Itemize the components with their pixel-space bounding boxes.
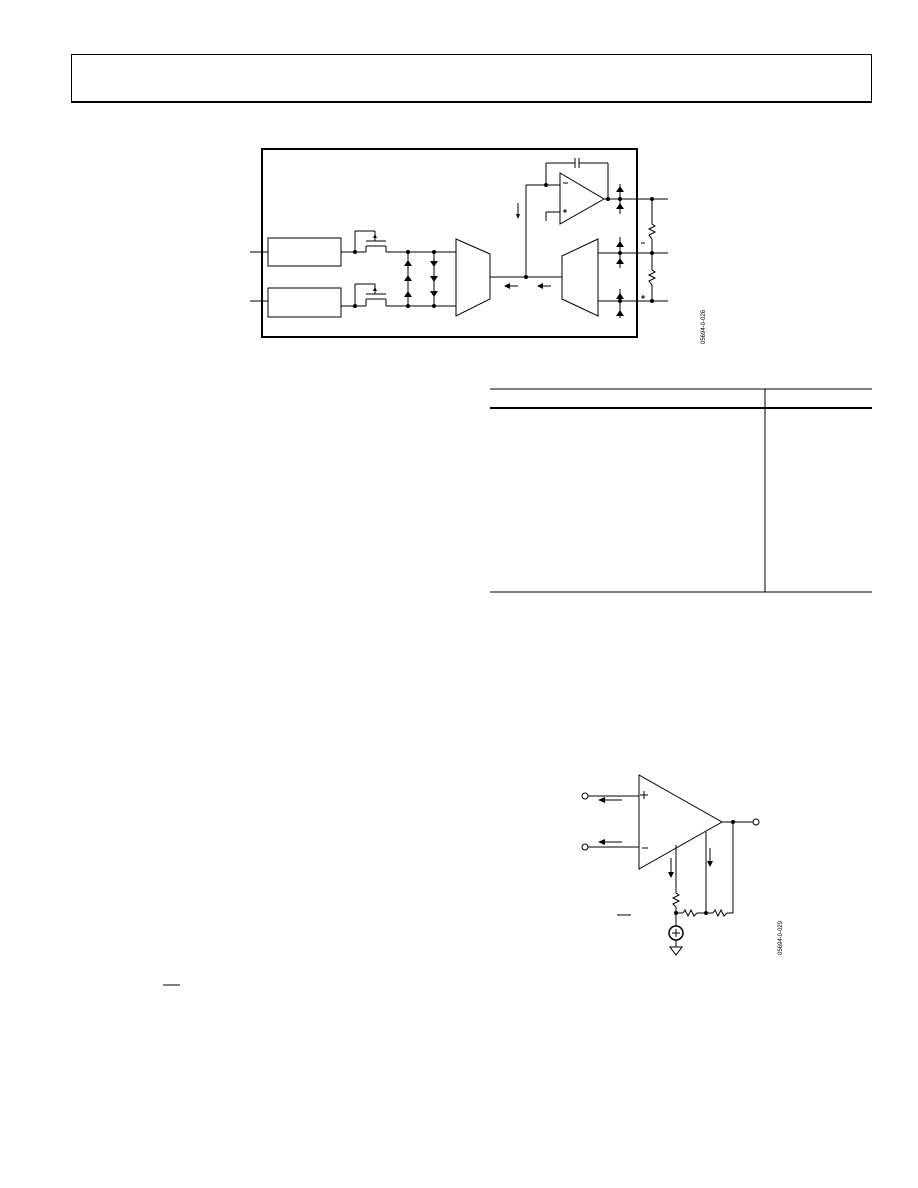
op-amp-circuit-figure: 05694-0-029	[581, 774, 784, 956]
output-terminal	[752, 818, 760, 826]
op-amp-symbol	[638, 774, 724, 870]
figure-id-label: 05694-0-029	[778, 920, 784, 955]
block-diagram-figure: 05694-0-026	[250, 148, 707, 344]
resistor-horizontal-2	[712, 908, 728, 918]
input-stage-left	[455, 238, 491, 317]
resistor-vertical	[671, 892, 681, 908]
diagram-outline	[261, 148, 638, 338]
noninverting-input-terminal	[581, 792, 589, 800]
input-block-bottom	[267, 287, 342, 318]
spec-table	[490, 388, 872, 593]
page-header-box	[71, 54, 872, 103]
resistor-horizontal-1	[682, 908, 698, 918]
input-block-top	[267, 237, 342, 267]
input-stage-right	[561, 238, 599, 317]
inverting-input-terminal	[581, 843, 589, 851]
internal-op-amp	[559, 172, 605, 225]
ground-symbol	[669, 946, 683, 956]
figure-id-label: 05694-0-026	[701, 309, 707, 344]
overbar-mark	[163, 984, 180, 986]
